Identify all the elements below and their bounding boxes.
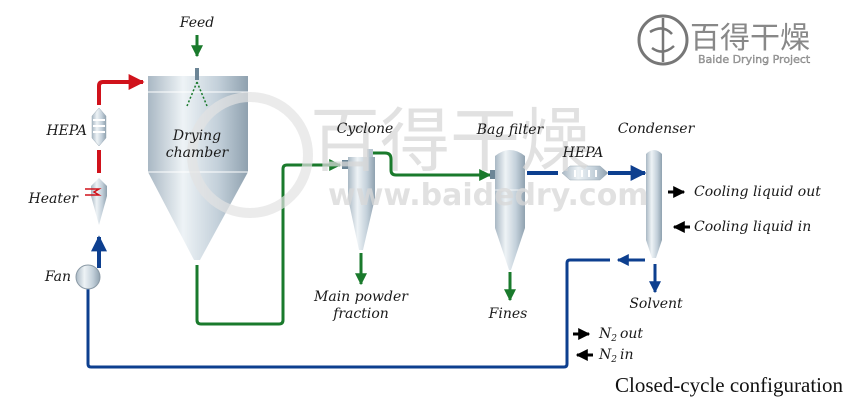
nozzle-icon (195, 68, 199, 80)
bag-filter (490, 150, 525, 270)
product-line (191, 35, 516, 326)
label-drying-chamber-line1: Drying (172, 128, 221, 144)
label-drying-chamber-line2: chamber (166, 145, 230, 161)
watermark-chinese: 百得干燥 (310, 100, 590, 182)
watermark: 百得干燥 www.baidedry.com (187, 92, 649, 218)
spray-icon (186, 81, 208, 107)
watermark-url: www.baidedry.com (328, 178, 649, 213)
hepa-inlet-filter-icon (91, 107, 107, 147)
label-hepa-outlet: HEPA (562, 145, 604, 161)
diagram-caption: Closed-cycle configuration (615, 373, 844, 397)
company-logo: 百得干燥 Baide Drying Project (637, 14, 811, 66)
condenser (646, 150, 662, 258)
label-main-powder-line2: fraction (332, 306, 389, 322)
label-bag-filter: Bag filter (476, 122, 545, 138)
label-cooling-liquid-out: Cooling liquid out (694, 184, 821, 200)
label-feed: Feed (179, 15, 215, 31)
label-cyclone: Cyclone (337, 121, 394, 137)
fan-icon (75, 264, 101, 290)
logo-chinese: 百得干燥 (690, 21, 810, 56)
label-main-powder-line1: Main powder (313, 289, 409, 305)
label-fines: Fines (488, 306, 528, 322)
label-cooling-liquid-in: Cooling liquid in (694, 219, 811, 235)
heater-icon (85, 178, 107, 225)
cyclone (342, 149, 375, 250)
label-condenser: Condenser (618, 121, 696, 137)
utility-arrows (573, 186, 690, 361)
label-hepa-inlet: HEPA (45, 123, 87, 139)
logo-english: Baide Drying Project (698, 53, 811, 66)
hepa-outlet-filter-icon (561, 165, 609, 181)
cold-gas-line (86, 165, 661, 369)
label-solvent: Solvent (629, 296, 683, 312)
hot-gas-line (97, 74, 145, 173)
label-heater: Heater (28, 191, 80, 207)
label-fan: Fan (44, 269, 71, 285)
